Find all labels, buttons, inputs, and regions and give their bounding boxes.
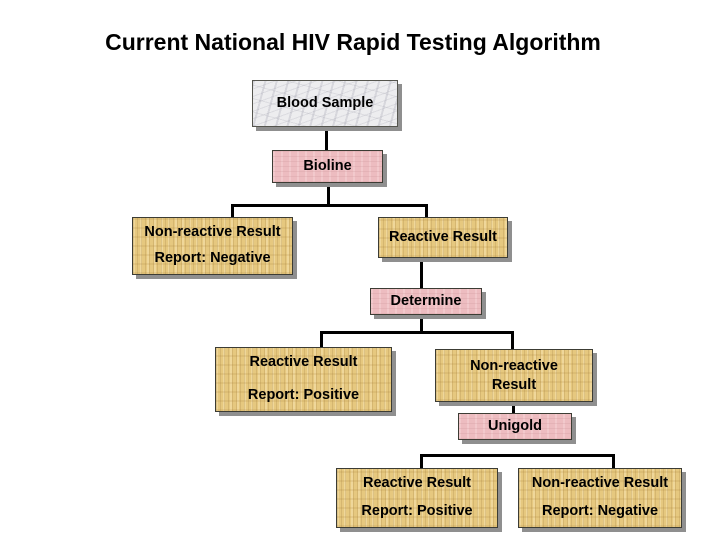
node-label-line1: Reactive Result	[249, 354, 358, 370]
node-label-line2: Report: Positive	[361, 502, 473, 519]
node-label: Determine	[390, 293, 462, 310]
connector-branch1-right-stub	[425, 204, 428, 218]
connector-branch3-left-stub	[420, 454, 423, 469]
node-unigold-reactive-result: Reactive Result Report: Positive	[336, 468, 498, 528]
node-determine-reactive-result: Reactive Result Report: Positive	[215, 347, 392, 412]
node-blood-sample: Blood Sample	[252, 80, 398, 127]
node-unigold-nonreactive-result: Non-reactive Result Report: Negative	[518, 468, 682, 528]
node-label: Unigold	[488, 418, 542, 435]
node-label-line2: Result	[491, 377, 537, 393]
connector-branch2-right-stub	[511, 331, 514, 350]
node-label-line1: Non-reactive Result	[144, 224, 281, 240]
node-label: Reactive Result	[389, 229, 497, 246]
node-label-line2: Report: Negative	[541, 502, 659, 519]
node-label: Bioline	[303, 158, 352, 175]
node-label-line1: Non-reactive	[470, 357, 558, 374]
node-label-line2: Report: Negative	[154, 249, 271, 266]
connector-branch3-horizontal	[420, 454, 615, 457]
connector-branch2-horizontal	[320, 331, 514, 334]
connector-branch3-right-stub	[612, 454, 615, 469]
connector-reactive-determine	[420, 257, 423, 289]
node-bioline-reactive-result: Reactive Result	[378, 217, 508, 258]
node-unigold-test: Unigold	[458, 413, 572, 440]
node-bioline-test: Bioline	[272, 150, 383, 183]
slide-title: Current National HIV Rapid Testing Algor…	[105, 29, 601, 55]
node-label-line1: Non-reactive Result	[531, 475, 669, 491]
connector-branch1-left-stub	[231, 204, 234, 218]
connector-bloodsample-bioline	[325, 127, 328, 151]
node-label: Blood Sample	[276, 95, 374, 112]
node-label-line1: Reactive Result	[363, 475, 471, 491]
node-bioline-nonreactive-result: Non-reactive Result Report: Negative	[132, 217, 293, 275]
node-determine-test: Determine	[370, 288, 482, 315]
connector-branch1-horizontal	[231, 204, 428, 207]
connector-determine-branch	[420, 314, 423, 334]
node-label-line2: Report: Positive	[247, 386, 360, 403]
connector-nonreactive-unigold	[512, 401, 515, 414]
connector-branch2-left-stub	[320, 331, 323, 348]
connector-bioline-branch	[327, 183, 330, 207]
node-determine-nonreactive-result: Non-reactive Result	[435, 349, 593, 402]
